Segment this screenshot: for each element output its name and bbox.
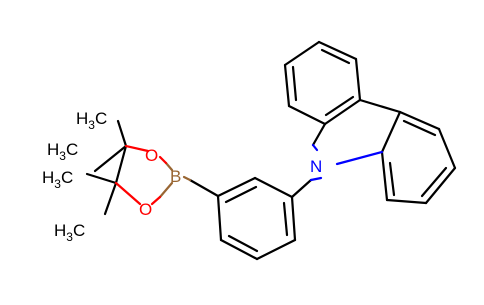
methyl-c: C (61, 168, 73, 187)
methyl-label-2: H3C (47, 140, 78, 163)
methyl-subscript: 3 (59, 149, 66, 163)
nitrogen-bonds (309, 143, 384, 182)
methyl-subscript: 3 (54, 177, 61, 191)
methyl-c: C (66, 140, 78, 159)
nitrogen-atom-label: N (310, 157, 322, 176)
svg-text:H3C: H3C (42, 168, 73, 191)
methyl-h: H (54, 221, 66, 240)
methyl-label-1: H3C (76, 109, 107, 132)
carbon-bonds (85, 40, 457, 261)
oxygen-bottom-label: O (139, 200, 152, 219)
svg-text:H3C: H3C (76, 109, 107, 132)
methyl-subscript: 3 (66, 230, 73, 244)
methyl-label-4: H3C (54, 221, 85, 244)
methyl-h: H (76, 109, 88, 128)
methyl-subscript: 3 (88, 118, 95, 132)
oxygen-top-label: O (145, 146, 158, 165)
methyl-label-3: H3C (42, 168, 73, 191)
methyl-c: C (73, 221, 85, 240)
methyl-c: C (95, 109, 107, 128)
svg-text:H3C: H3C (47, 140, 78, 163)
methyl-h: H (47, 140, 59, 159)
boron-atom-label: B (170, 167, 181, 186)
methyl-h: H (42, 168, 54, 187)
boron-oxygen-bonds (114, 144, 192, 206)
svg-text:H3C: H3C (54, 221, 85, 244)
